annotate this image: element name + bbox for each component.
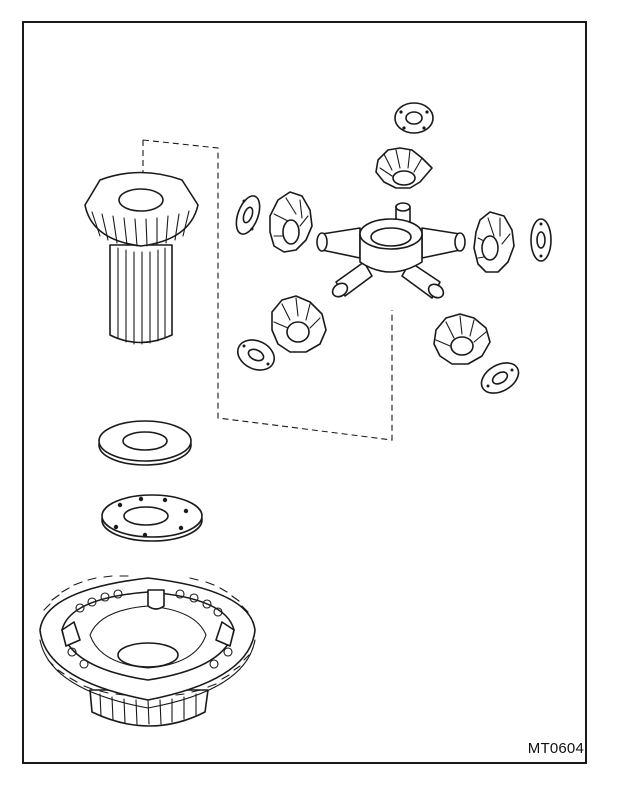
pinion-gear-lower-right: [433, 313, 491, 365]
pinion-gear-left: [269, 191, 313, 253]
pinion-washer-lower-left: [236, 339, 276, 371]
side-gear: [84, 171, 199, 345]
pinion-washer-top: [394, 102, 434, 134]
thrust-washer-holes: [101, 494, 203, 542]
thrust-washer-plain: [98, 420, 192, 466]
differential-case: [39, 575, 256, 727]
pinion-gear-right: [473, 211, 515, 273]
pinion-washer-lower-right: [480, 362, 520, 394]
figure-frame: [22, 21, 587, 764]
pinion-washer-right: [530, 218, 552, 262]
pinion-washer-left: [235, 195, 261, 235]
pinion-gear-lower-left: [271, 295, 327, 353]
pinion-gear-top: [375, 147, 433, 189]
spider-cross-shaft: [316, 202, 466, 299]
figure-code: MT0604: [527, 740, 584, 757]
